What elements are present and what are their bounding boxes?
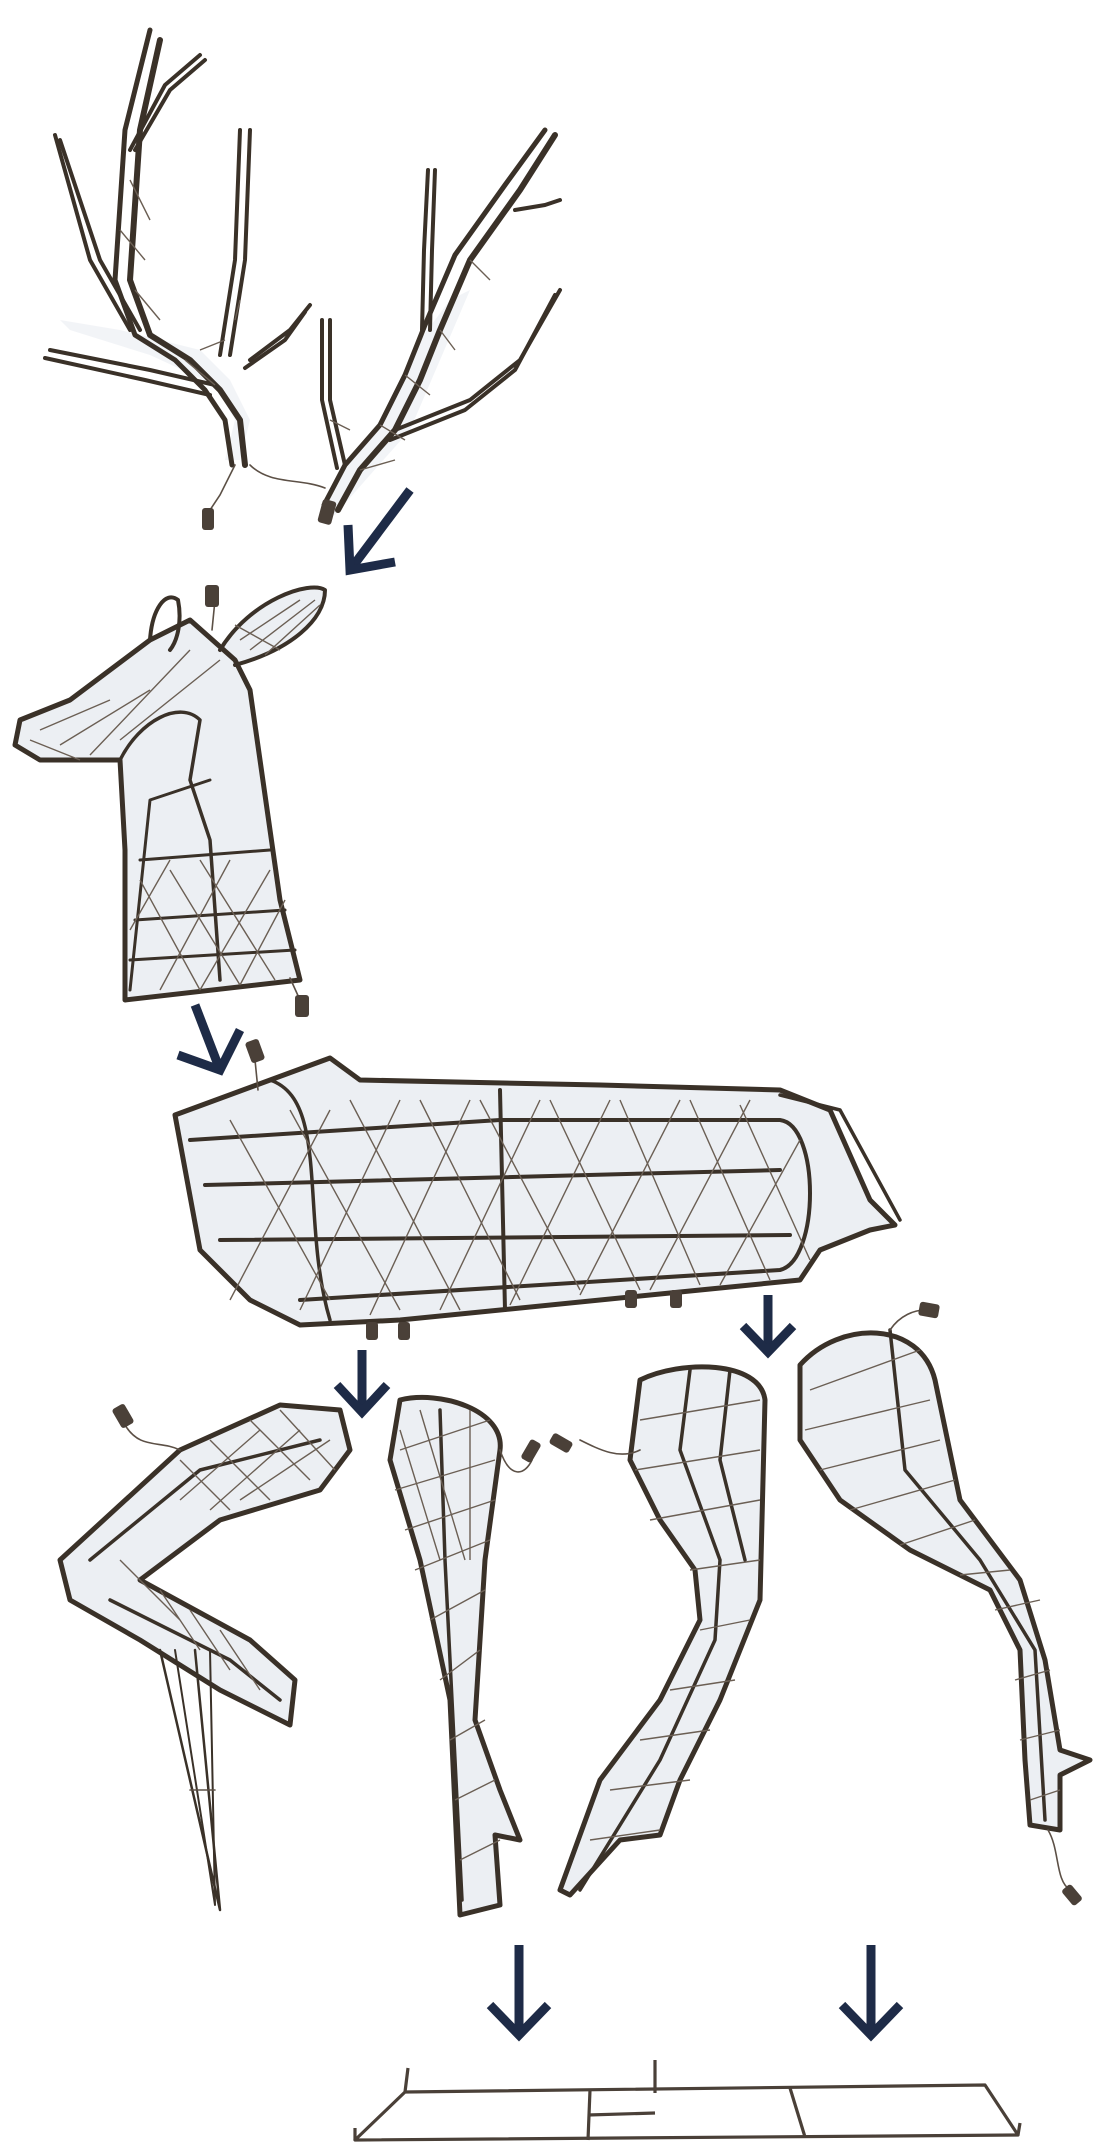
front-right-leg-plug [520,1438,541,1463]
rear-left-leg-part [548,1367,765,1895]
body-plug-bottom-1 [366,1322,378,1340]
front-right-leg-part [390,1397,542,1915]
head-plug-bottom [295,995,309,1017]
antler-wire [250,465,325,488]
antlers-part [45,30,560,530]
antler-plug-right [317,499,337,526]
body-plug-top [245,1038,266,1063]
rear-right-leg-part [800,1301,1090,1906]
front-left-leg-plug [111,1403,134,1429]
arrow-front-legs-to-base [490,1945,548,2035]
body-part [175,1038,900,1340]
right-antler [320,130,560,515]
rear-left-leg-plug [548,1432,573,1453]
base-frame-part [355,2060,1020,2140]
left-antler [45,30,310,465]
body-plug-bottom-3 [625,1290,637,1308]
head-plug-top [205,585,219,607]
body-plug-bottom-2 [398,1322,410,1340]
arrow-antlers-to-head [348,490,410,570]
antler-plug-left [202,508,214,530]
arrow-head-to-body [178,1005,240,1070]
rear-right-leg-plug-top [918,1301,940,1318]
arrow-rear-legs-to-base [842,1945,900,2035]
rear-right-leg-plug-bottom [1061,1883,1083,1906]
arrow-body-to-rear-leg [743,1295,793,1352]
head-part [15,585,325,1017]
body-plug-bottom-4 [670,1290,682,1308]
front-left-leg-part [60,1403,350,1910]
arrow-body-to-front-leg [337,1350,387,1412]
